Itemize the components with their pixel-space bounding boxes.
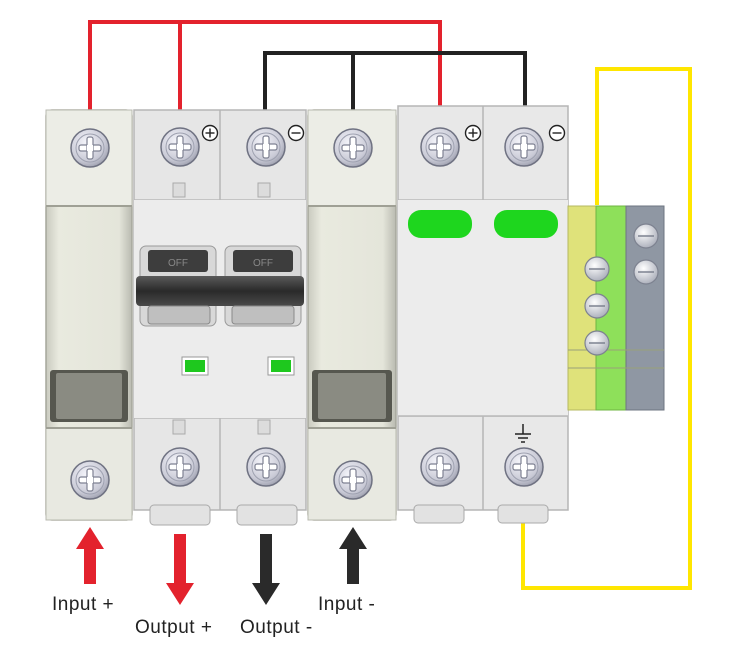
terminal-symbols: [201, 124, 566, 443]
screw-input-plus-top[interactable]: [70, 128, 110, 168]
input-minus-label: Input -: [318, 594, 376, 615]
plus-symbol-breaker: [201, 124, 219, 142]
screw-spd-positive-bottom[interactable]: [420, 447, 460, 487]
minus-symbol-breaker: [287, 124, 305, 142]
screw-earth-bar-3[interactable]: [584, 330, 610, 356]
input-plus-arrow-up: [76, 527, 104, 584]
ground-symbol: [515, 424, 531, 443]
input-minus-arrow-up: [339, 527, 367, 584]
breaker-handle[interactable]: OFF OFF: [136, 245, 304, 327]
output-minus-label: Output -: [240, 617, 313, 638]
screw-breaker-positive-bottom[interactable]: [160, 447, 200, 487]
handle-label-right: OFF: [253, 258, 273, 269]
indicator-left: [185, 360, 205, 372]
screw-earth-bar-grey-2[interactable]: [633, 259, 659, 285]
ground-wire: [521, 67, 692, 590]
breaker-indicators: [181, 356, 295, 376]
status-window-positive: [408, 210, 472, 238]
screw-spd-ground-bottom[interactable]: [504, 447, 544, 487]
screw-input-plus-bottom[interactable]: [70, 460, 110, 500]
plus-symbol-spd: [464, 124, 482, 142]
indicator-right: [271, 360, 291, 372]
input-minus-isolator: [307, 109, 397, 521]
output-plus-label: Output +: [135, 617, 213, 638]
screw-breaker-negative-bottom[interactable]: [246, 447, 286, 487]
screw-spd-negative-top[interactable]: [504, 127, 544, 167]
output-minus-arrow-down: [252, 534, 280, 605]
positive-wires: [88, 20, 442, 122]
negative-wires: [263, 51, 527, 122]
screw-breaker-positive-top[interactable]: [160, 127, 200, 167]
handle-label-left: OFF: [168, 258, 188, 269]
output-plus-arrow-down: [166, 534, 194, 605]
screw-spd-positive-top[interactable]: [420, 127, 460, 167]
screw-earth-bar-2[interactable]: [584, 293, 610, 319]
minus-symbol-spd: [548, 124, 566, 142]
screw-input-minus-bottom[interactable]: [333, 460, 373, 500]
screw-earth-bar-1[interactable]: [584, 256, 610, 282]
surge-status-windows: [408, 210, 558, 238]
input-plus-label: Input +: [52, 594, 115, 615]
screw-breaker-negative-top[interactable]: [246, 127, 286, 167]
screw-input-minus-top[interactable]: [333, 128, 373, 168]
screw-earth-bar-grey-1[interactable]: [633, 223, 659, 249]
status-window-negative: [494, 210, 558, 238]
input-plus-isolator: [45, 109, 133, 521]
